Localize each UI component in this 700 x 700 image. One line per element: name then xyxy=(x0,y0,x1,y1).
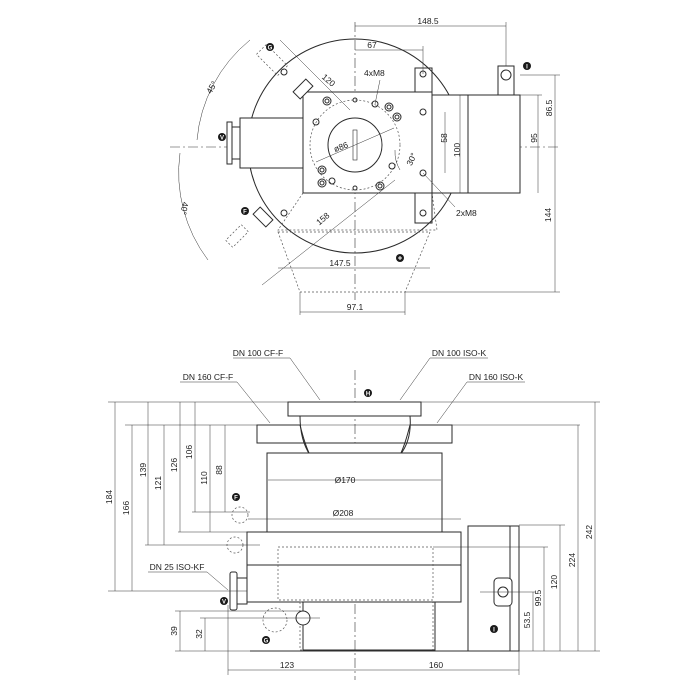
fore-vacuum-port xyxy=(239,117,304,169)
label-dn160-iso-k: DN 160 ISO-K xyxy=(469,372,524,382)
dim-110: 110 xyxy=(199,471,209,485)
dim-dia-86: ø86 xyxy=(332,140,349,154)
dim-120: 120 xyxy=(320,72,338,89)
svg-text:G: G xyxy=(264,639,269,645)
dim-39: 39 xyxy=(169,626,179,636)
pump-base xyxy=(246,531,462,603)
fitting-f-dashed xyxy=(225,224,249,248)
vent-connector-hole xyxy=(500,69,512,81)
dim-58: 58 xyxy=(439,133,449,143)
dim-242: 242 xyxy=(584,525,594,539)
thread-4xm8: 4xM8 xyxy=(364,68,385,78)
port-f-hidden xyxy=(231,506,249,524)
svg-text:F: F xyxy=(243,210,247,216)
angle-30: 30° xyxy=(404,151,418,167)
dim-67: 67 xyxy=(367,40,377,50)
dim-147-5: 147.5 xyxy=(329,258,351,268)
tab-top xyxy=(414,67,433,93)
lower-hidden-box xyxy=(299,601,434,651)
dim-99-5: 99.5 xyxy=(533,589,543,606)
svg-text:V: V xyxy=(220,136,224,142)
label-dn100-cf-f: DN 100 CF-F xyxy=(233,348,284,358)
dim-123: 123 xyxy=(280,660,294,670)
angle-40: 40° xyxy=(178,201,190,215)
label-dn160-cf-f: DN 160 CF-F xyxy=(183,372,234,382)
dim-100: 100 xyxy=(452,143,462,157)
marker-g-side: G xyxy=(262,636,270,645)
dim-148-5: 148.5 xyxy=(417,16,439,26)
svg-text:V: V xyxy=(222,600,226,606)
port-g-hidden xyxy=(262,607,288,633)
top-dimension-lines xyxy=(178,22,560,315)
plus-marker-icon xyxy=(396,254,404,262)
dim-dia-170: Ø170 xyxy=(335,475,356,485)
label-dn100-iso-k: DN 100 ISO-K xyxy=(432,348,487,358)
marker-f-side: F xyxy=(232,493,240,502)
mounting-holes xyxy=(280,68,427,217)
marker-h-side: H xyxy=(364,389,372,398)
tab-bottom xyxy=(414,192,433,224)
dim-166: 166 xyxy=(121,501,131,515)
marker-v-top: V xyxy=(218,133,226,142)
rotor-slot xyxy=(352,129,358,161)
dashed-hex-upper xyxy=(277,192,438,231)
svg-text:I: I xyxy=(493,628,495,634)
dn160-flange xyxy=(256,424,453,456)
dim-139: 139 xyxy=(138,463,148,477)
dim-144: 144 xyxy=(543,208,553,222)
fore-vacuum-flange-neck xyxy=(231,126,241,160)
dim-88: 88 xyxy=(214,465,224,475)
dim-32: 32 xyxy=(194,629,204,639)
dim-dia-208: Ø208 xyxy=(333,508,354,518)
dim-224: 224 xyxy=(567,553,577,567)
lower-housing xyxy=(302,601,436,651)
dashed-hex-lower xyxy=(277,231,431,293)
dim-126: 126 xyxy=(169,458,179,472)
marker-g-top: G xyxy=(266,43,274,52)
pump-electronics-neck xyxy=(431,94,469,194)
marker-f-top: F xyxy=(241,207,249,216)
dim-53-5: 53.5 xyxy=(522,611,532,628)
side-view: DN 100 CF-F DN 100 ISO-K DN 160 CF-F DN … xyxy=(104,348,600,680)
side-dimension-lines xyxy=(108,357,600,675)
fitting-g-dashed xyxy=(255,43,289,77)
dim-184: 184 xyxy=(104,490,114,504)
svg-text:I: I xyxy=(526,65,528,71)
angle-45: 45° xyxy=(204,79,219,95)
fore-vacuum-flange xyxy=(226,121,233,165)
fitting-g xyxy=(292,78,314,100)
dn100-flange xyxy=(287,401,422,417)
svg-text:F: F xyxy=(234,496,238,502)
dim-97-1: 97.1 xyxy=(347,302,364,312)
svg-text:H: H xyxy=(366,392,370,398)
dim-86-5: 86.5 xyxy=(544,99,554,116)
thread-2xm8: 2xM8 xyxy=(456,208,477,218)
dim-121: 121 xyxy=(153,476,163,490)
marker-v-side: V xyxy=(220,597,228,606)
marker-i-side: I xyxy=(490,625,498,634)
fitting-f xyxy=(252,206,274,228)
label-dn25-iso-kf: DN 25 ISO-KF xyxy=(150,562,205,572)
svg-text:G: G xyxy=(268,46,273,52)
marker-i-top: I xyxy=(523,62,531,71)
dim-95: 95 xyxy=(529,133,539,143)
pump-body-cylinder xyxy=(266,452,443,533)
pump-drive-unit xyxy=(467,94,521,194)
dim-120: 120 xyxy=(549,575,559,589)
top-view: 148.5 67 4xM8 120 45° 86.5 95 58 100 ø86… xyxy=(170,16,560,315)
base-hidden-outline xyxy=(277,546,434,601)
dim-106: 106 xyxy=(184,445,194,459)
bolt-circle xyxy=(309,99,401,191)
dim-160: 160 xyxy=(429,660,443,670)
dim-158: 158 xyxy=(314,210,332,227)
